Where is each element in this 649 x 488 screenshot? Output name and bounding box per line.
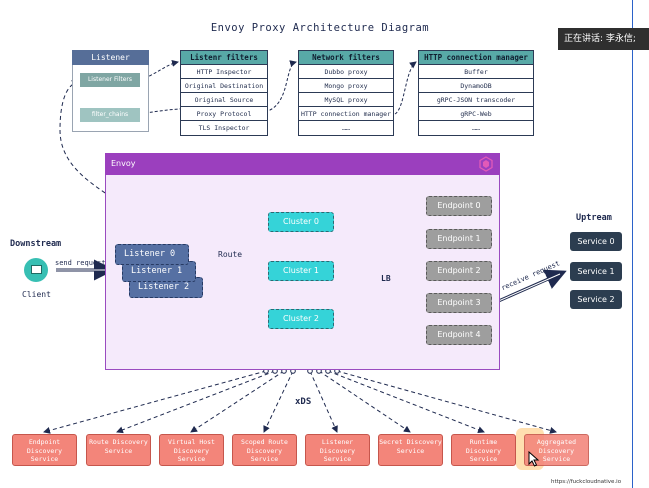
endpoint-1: Endpoint 1: [426, 229, 492, 249]
http-connection-manager-table: HTTP connection manager Buffer DynamoDB …: [418, 50, 534, 136]
table-header: Listenr filters: [181, 51, 267, 65]
xds-secret-discovery: Secret Discovery Service: [378, 434, 443, 466]
table-row: DynamoDB: [419, 79, 533, 93]
listener-0: Listener 0: [115, 244, 189, 265]
table-row: ……: [342, 124, 350, 132]
table-row: Original Source: [181, 93, 267, 107]
send-request-label: send request: [55, 259, 106, 267]
cursor-icon: [528, 451, 540, 467]
network-filters-table: Network filters Dubbo proxy Mongo proxy …: [298, 50, 394, 136]
http-cm-link: [394, 61, 417, 115]
table-row: gRPC-Web: [419, 107, 533, 121]
service-1: Service 1: [570, 262, 622, 281]
xds-route-discovery: Route Discovery Service: [86, 434, 151, 466]
table-row: Dubbo proxy: [299, 65, 393, 79]
listener-filters-table: Listenr filters HTTP Inspector Original …: [180, 50, 268, 136]
xds-runtime-discovery: Runtime Discovery Service: [451, 434, 516, 466]
cluster-0: Cluster 0: [268, 212, 334, 232]
xds-connectors: [43, 370, 557, 434]
downstream-title: Downstream: [10, 239, 62, 249]
table-header: Network filters: [299, 51, 393, 65]
table-row: ……: [472, 124, 480, 132]
cluster-1: Cluster 1: [268, 261, 334, 281]
filter-chains-node: filter_chains: [80, 108, 140, 122]
envoy-title: Envoy: [111, 159, 136, 168]
table-row: Mongo proxy: [299, 79, 393, 93]
speaker-indicator: 正在讲话: 李永信;: [558, 28, 649, 50]
table-row: gRPC-JSON transcoder: [419, 93, 533, 107]
table-row: TLS Inspector: [198, 124, 250, 132]
table-row: Original Destination: [181, 79, 267, 93]
xds-endpoint-discovery: Endpoint Discovery Service: [12, 434, 77, 466]
table-header: HTTP connection manager: [419, 51, 533, 65]
diagram-title: Envoy Proxy Architecture Diagram: [210, 22, 430, 34]
client-label: Client: [22, 290, 51, 299]
footer-url: https://fuckcloudnative.io: [551, 479, 622, 485]
envoy-logo-icon: [479, 156, 493, 172]
listener-filters-link: [139, 59, 179, 81]
endpoint-3: Endpoint 3: [426, 293, 492, 313]
table-row: MySQL proxy: [299, 93, 393, 107]
xds-virtual-host-discovery: Virtual Host Discovery Service: [159, 434, 224, 466]
listener-filters-node: Listener Filters: [80, 73, 140, 87]
endpoint-2: Endpoint 2: [426, 261, 492, 281]
lb-label: LB: [381, 274, 391, 283]
table-row: Proxy Protocol: [181, 107, 267, 121]
table-row: Buffer: [419, 65, 533, 79]
endpoint-0: Endpoint 0: [426, 196, 492, 216]
cluster-2: Cluster 2: [268, 309, 334, 329]
envoy-header: [105, 153, 500, 175]
service-2: Service 2: [570, 290, 622, 309]
xds-listener-discovery: Listener Discovery Service: [305, 434, 370, 466]
window-edge-line: [632, 0, 633, 488]
upstream-title: Uptream: [576, 213, 612, 223]
table-row: HTTP connection manager: [299, 107, 393, 121]
endpoint-4: Endpoint 4: [426, 325, 492, 345]
service-0: Service 0: [570, 232, 622, 251]
xds-scoped-route-discovery: Scoped Route Discovery Service: [232, 434, 297, 466]
table-row: HTTP Inspector: [181, 65, 267, 79]
route-label: Route: [218, 250, 243, 259]
client-monitor-icon: [31, 265, 42, 274]
xds-label: xDS: [295, 397, 312, 407]
listener-panel-title: Listener: [72, 50, 149, 65]
